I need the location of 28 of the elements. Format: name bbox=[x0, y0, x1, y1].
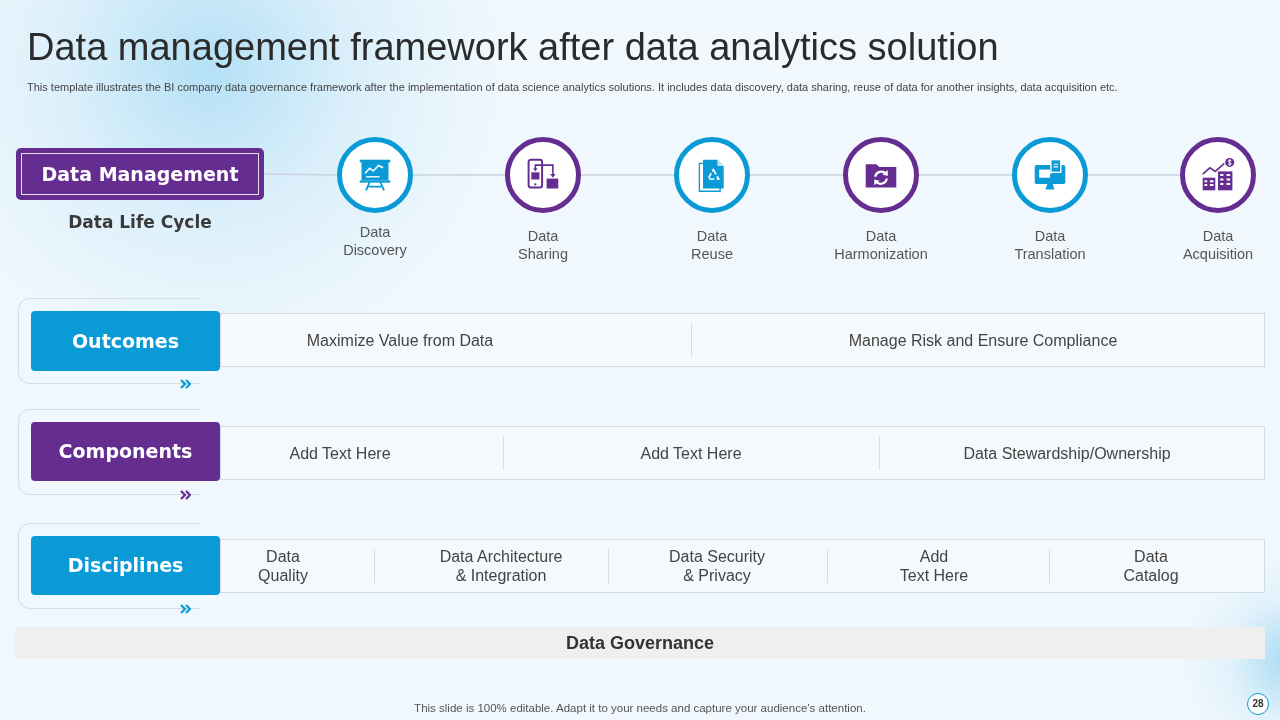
header-box: Data Management bbox=[16, 148, 264, 200]
step-label: Data Acquisition bbox=[1181, 227, 1255, 263]
content-bar bbox=[220, 313, 1265, 367]
item-text: Add Text Here bbox=[640, 443, 742, 463]
content-bar bbox=[220, 539, 1265, 593]
row-heading: Disciplines bbox=[31, 536, 220, 595]
row-heading: Outcomes bbox=[31, 311, 220, 371]
item-text: Add Text Here bbox=[289, 443, 391, 463]
slide-title: Data management framework after data analytics solution bbox=[27, 25, 999, 70]
footer-note: This slide is 100% editable. Adapt it to your needs and capture your audience’s attention. bbox=[414, 701, 866, 715]
step-label: Data Discovery bbox=[342, 223, 408, 259]
caption-text: Data Life Cycle bbox=[67, 211, 213, 233]
subtitle-text: This template illustrates the BI company data governance framework after the implementation of data science analytics solutions. It includes data discovery, data sharing, reuse of data for another insights, data acquisition etc. bbox=[27, 80, 1118, 94]
governance-band: Data Governance bbox=[15, 627, 1265, 659]
item-text: Maximize Value from Data bbox=[306, 330, 494, 350]
step-label: Data Translation bbox=[1013, 227, 1087, 263]
item-text: Data Stewardship/Ownership bbox=[963, 443, 1171, 463]
step-label: Data Reuse bbox=[690, 227, 734, 263]
row-heading: Components bbox=[31, 422, 220, 481]
step-label: Data Sharing bbox=[517, 227, 569, 263]
item-text: Data Security & Privacy bbox=[669, 547, 765, 585]
item-text: Data Quality bbox=[258, 547, 308, 585]
step-label: Data Harmonization bbox=[833, 227, 929, 263]
item-text: Add Text Here bbox=[899, 547, 969, 585]
item-text: Manage Risk and Ensure Compliance bbox=[848, 330, 1118, 350]
item-text: Data Catalog bbox=[1123, 547, 1179, 585]
content-bar bbox=[220, 426, 1265, 480]
item-text: Data Architecture & Integration bbox=[439, 547, 563, 585]
